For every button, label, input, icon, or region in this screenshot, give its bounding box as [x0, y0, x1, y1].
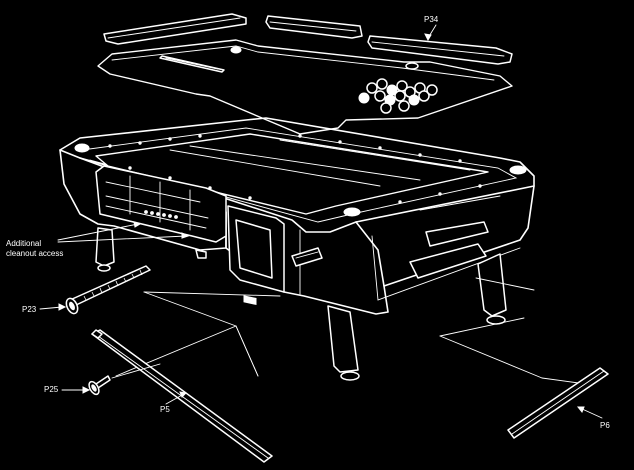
pocket-corner-left-icon — [74, 143, 90, 153]
label-p25: P25 — [44, 385, 59, 394]
label-cleanout-line2: cleanout access — [6, 249, 63, 258]
leg-left-rear — [95, 227, 115, 272]
slate-playfield — [97, 39, 513, 135]
rail-p6-icon — [507, 367, 609, 439]
label-cleanout-line1: Additional — [6, 239, 41, 248]
label-p5: P5 — [160, 405, 170, 414]
arrow-p34 — [424, 33, 432, 42]
ball-rack-icon — [358, 78, 438, 114]
leader-p23 — [39, 306, 63, 310]
top-rail-left — [103, 13, 247, 45]
label-p6: P6 — [600, 421, 610, 430]
leader-cleanout-2 — [57, 235, 187, 243]
leader-cleanout-1 — [57, 223, 139, 241]
leader-p6 — [579, 407, 603, 419]
cleanout-opening-lower — [409, 243, 487, 279]
top-rail-center — [265, 15, 363, 39]
pocket-corner-right-icon — [509, 165, 527, 175]
coin-mechanism — [227, 205, 285, 306]
leader-p25-to-rail — [111, 363, 161, 379]
cleanout-opening-upper — [425, 221, 489, 247]
top-rail-right — [367, 35, 513, 65]
ball-return-slots — [105, 175, 209, 231]
pocket-head-icon — [230, 46, 242, 54]
rail-diamonds — [108, 134, 482, 204]
pocket-side-icon — [405, 62, 419, 70]
brand-logo-icon — [291, 247, 323, 267]
leg-right — [477, 253, 507, 325]
label-p23: P23 — [22, 305, 37, 314]
leg-front — [327, 305, 360, 381]
screw-p25-icon — [88, 375, 111, 396]
bolt-p23-icon — [65, 265, 151, 315]
leg-left-front — [195, 249, 207, 259]
table-cabinet — [59, 117, 535, 315]
pocket-corner-front-icon — [343, 207, 361, 217]
label-p34: P34 — [424, 15, 439, 24]
